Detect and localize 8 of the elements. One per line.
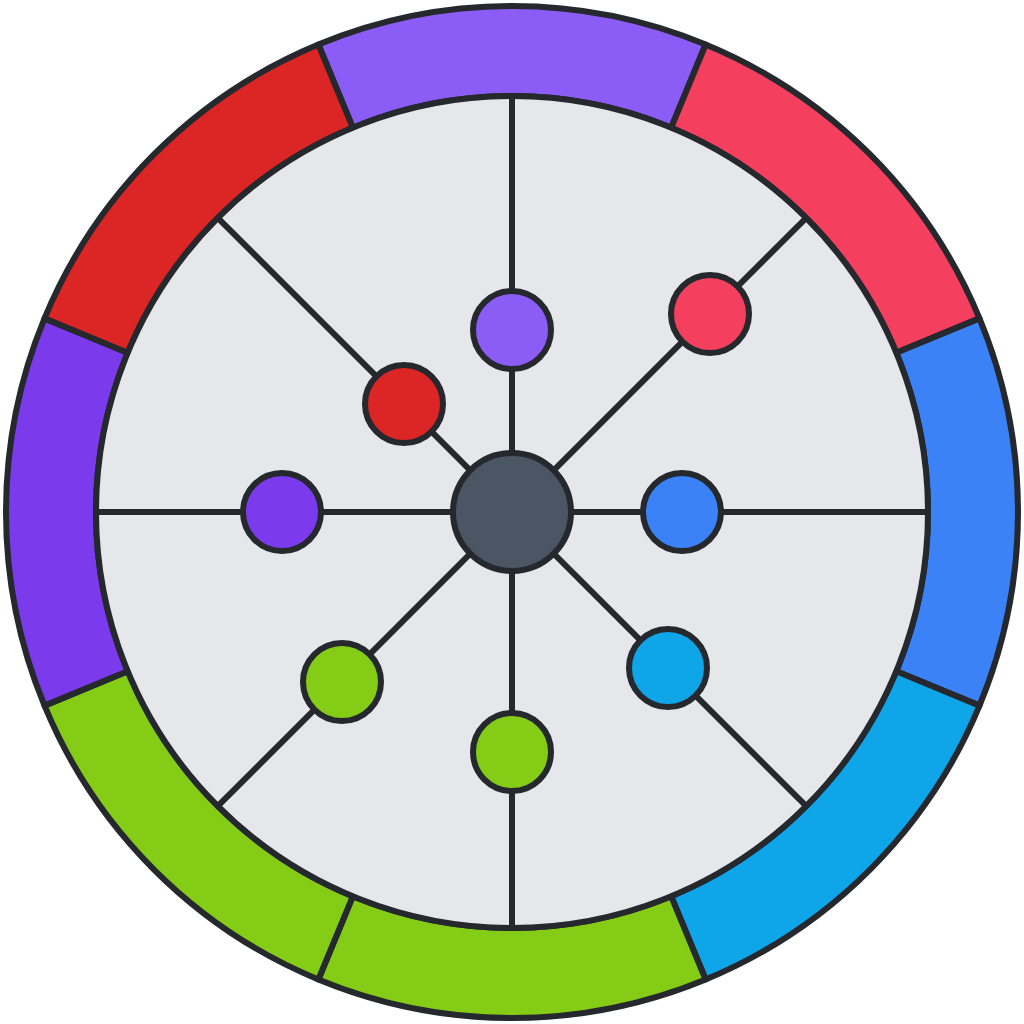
connector-line (571, 509, 643, 515)
connector-line (509, 369, 515, 453)
connector-line (551, 339, 685, 473)
connector-line (367, 551, 473, 657)
connector-line (321, 509, 453, 515)
connector-line (429, 429, 473, 473)
connector-line (509, 571, 515, 713)
connector-line (551, 551, 643, 643)
